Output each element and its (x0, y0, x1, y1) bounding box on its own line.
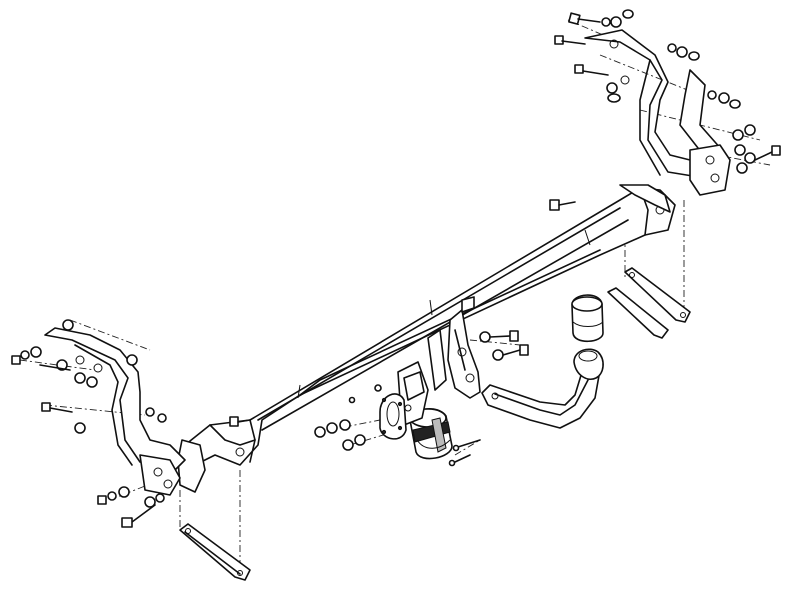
fastener-set-center (229, 199, 576, 467)
ball-cover-cap (571, 294, 604, 343)
crossbar (177, 184, 676, 493)
fastener-set-left (11, 319, 167, 528)
right-lower-strap (607, 267, 691, 339)
fastener-sets (11, 9, 781, 528)
socket-backing-ring (379, 393, 407, 440)
alignment-lines (19, 19, 771, 570)
tow-ball-neck (481, 348, 604, 429)
left-lower-strap (179, 523, 251, 581)
left-side-bracket (44, 327, 186, 496)
electrical-socket (409, 408, 453, 460)
right-side-bracket (584, 29, 731, 196)
center-neck-mount (427, 296, 481, 399)
fastener-set-top-right (554, 9, 781, 174)
